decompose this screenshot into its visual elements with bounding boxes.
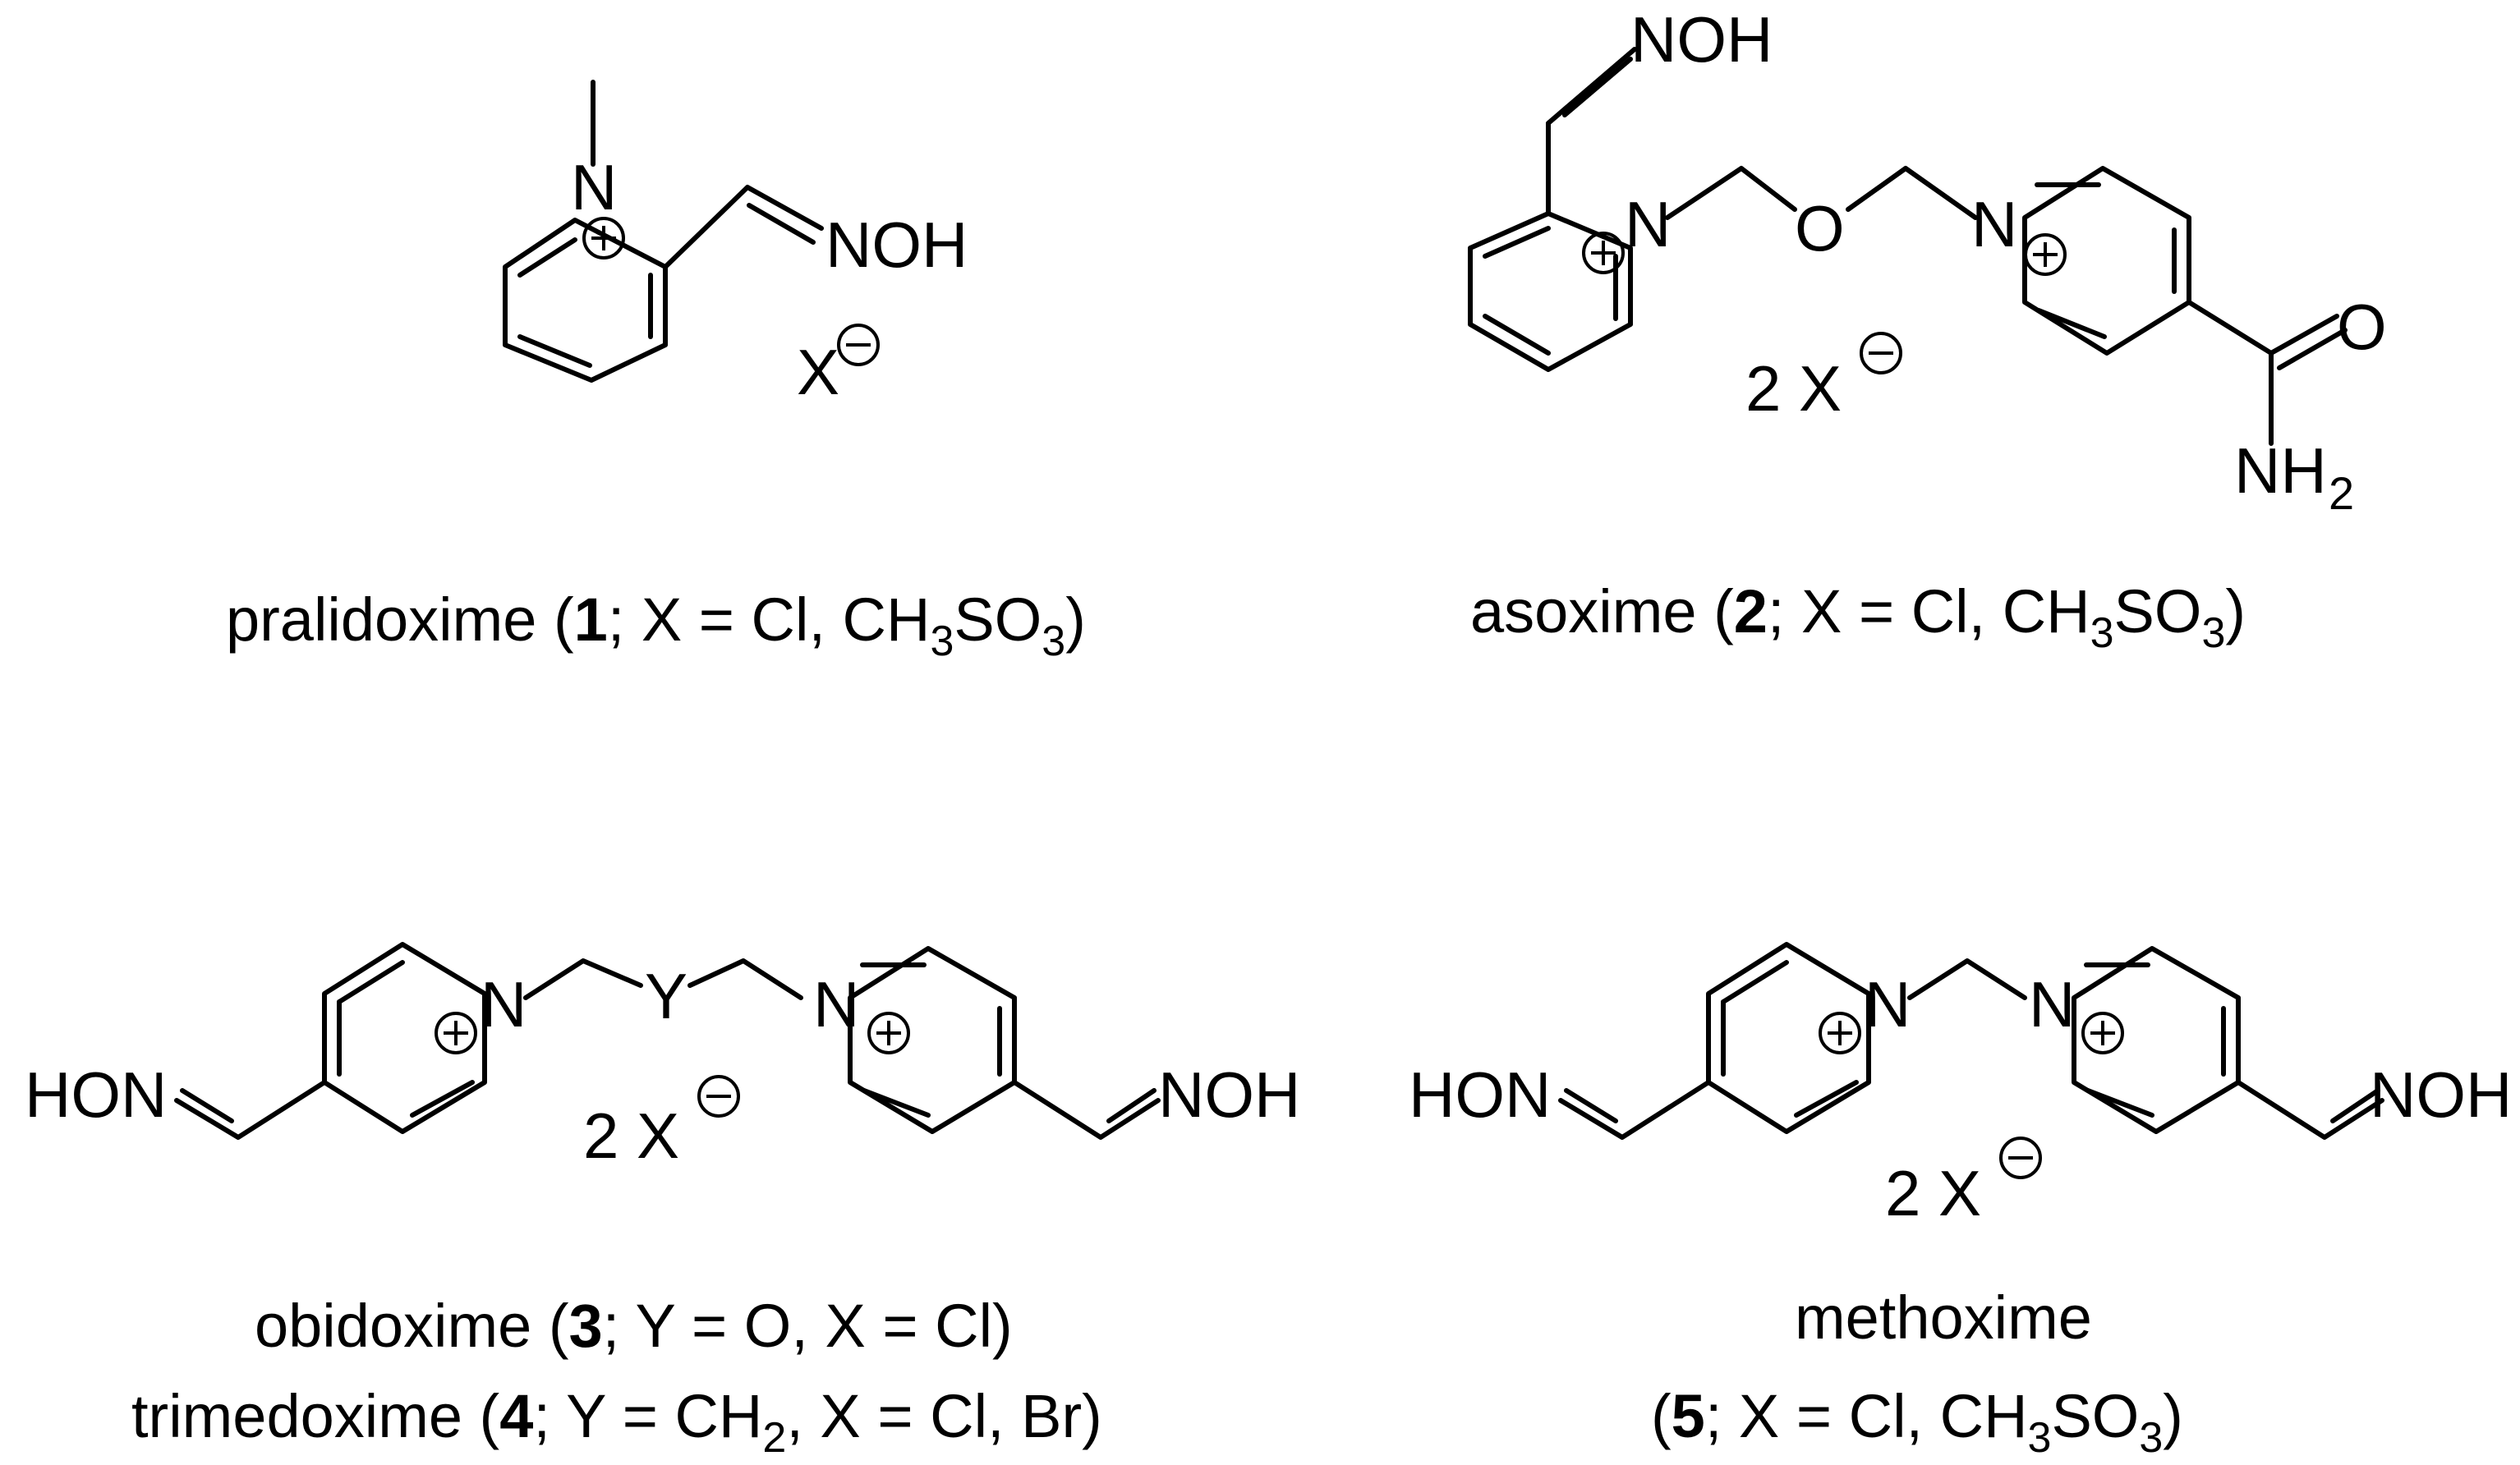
atom-n: N	[571, 151, 617, 223]
plus-charge-icon	[867, 1012, 910, 1054]
atom-hon: HON	[25, 1059, 167, 1131]
plus-charge-icon	[1582, 232, 1625, 274]
counterion-2x: 2 X	[583, 1100, 679, 1172]
caption-asoxime: asoxime (2; X = Cl, CH3SO3)	[1470, 577, 2246, 657]
caption-pralidoxime: pralidoxime (1; X = Cl, CH3SO3)	[226, 586, 1086, 665]
plus-charge-icon	[582, 217, 625, 259]
caption-methoxime-details: (5; X = Cl, CH3SO3)	[1651, 1382, 2183, 1462]
atom-noh: NOH	[2370, 1059, 2512, 1131]
structure-methoxime: HON N N NOH 2 X	[1409, 942, 2512, 1229]
atom-y: Y	[645, 960, 687, 1032]
atom-n: N	[813, 968, 859, 1040]
caption-obidoxime: obidoxime (3; Y = O, X = Cl)	[255, 1292, 1013, 1360]
structure-obidoxime: HON N Y N NOH 2 X	[25, 942, 1300, 1172]
atom-n: N	[481, 968, 527, 1040]
plus-charge-icon	[2081, 1012, 2124, 1054]
structure-pralidoxime: N NOH X	[503, 80, 968, 408]
caption-trimedoxime: trimedoxime (4; Y = CH2, X = Cl, Br)	[131, 1382, 1102, 1462]
atom-noh: NOH	[1158, 1059, 1300, 1131]
counterion-2x: 2 X	[1745, 352, 1842, 425]
atom-o: O	[2337, 291, 2387, 363]
atom-n: N	[1971, 188, 2017, 260]
atom-noh: NOH	[825, 209, 968, 281]
atom-n: N	[1625, 188, 1671, 260]
atom-n: N	[1865, 968, 1911, 1040]
plus-charge-icon	[2024, 233, 2067, 276]
counterion-2x: 2 X	[1885, 1157, 1981, 1229]
plus-charge-icon	[1819, 1012, 1861, 1054]
minus-charge-icon	[1860, 332, 1902, 374]
atom-noh: NOH	[1630, 3, 1773, 76]
atom-nh: NH	[2234, 434, 2327, 507]
minus-charge-icon	[697, 1075, 740, 1118]
atom-nh-subscript: 2	[2329, 467, 2354, 519]
atom-n: N	[2029, 968, 2075, 1040]
minus-charge-icon	[1999, 1137, 2042, 1179]
plus-charge-icon	[435, 1012, 477, 1054]
counterion-x: X	[797, 336, 839, 408]
atom-o: O	[1795, 192, 1845, 264]
caption-methoxime: methoxime	[1795, 1284, 2092, 1352]
minus-charge-icon	[837, 324, 880, 366]
atom-hon: HON	[1409, 1059, 1551, 1131]
structure-asoxime: NOH N O N O NH 2 2 X	[1468, 3, 2387, 519]
